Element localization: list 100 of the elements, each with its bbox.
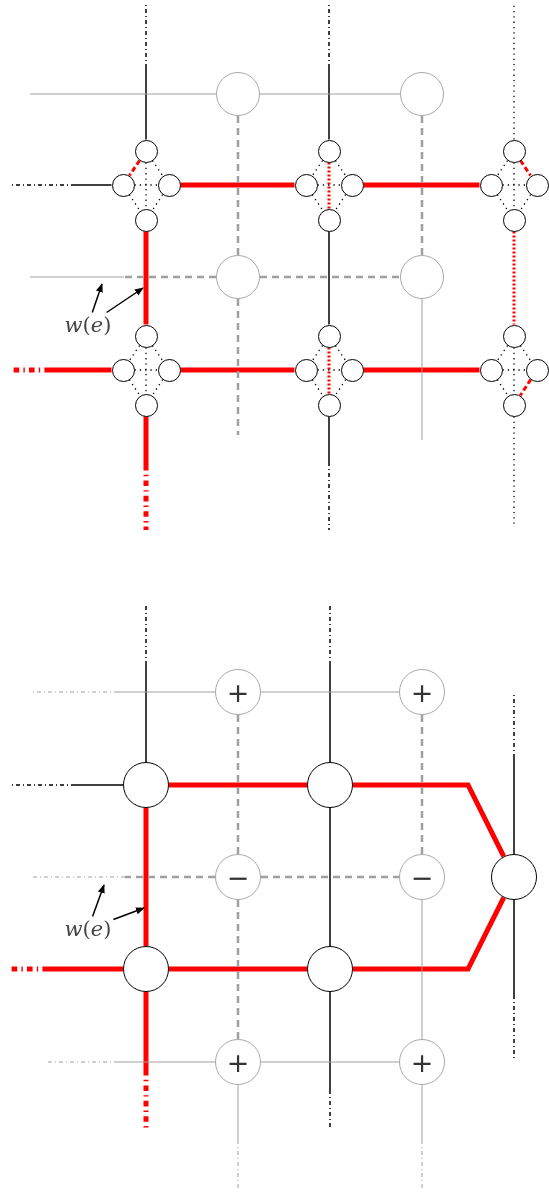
graph-edge bbox=[501, 184, 527, 186]
graph-edge bbox=[334, 193, 347, 212]
graph-edge bbox=[519, 193, 532, 212]
vertex-circle bbox=[340, 358, 364, 382]
vertex-circle bbox=[525, 358, 549, 382]
auxiliary-circle bbox=[216, 255, 260, 299]
graph-edge bbox=[128, 159, 141, 177]
graph-edge bbox=[334, 378, 347, 397]
vertex-circle bbox=[294, 358, 318, 382]
graph-edge bbox=[117, 691, 216, 693]
graph-edge bbox=[180, 182, 295, 188]
graph-edge bbox=[260, 691, 400, 693]
sign-node: − bbox=[399, 854, 445, 900]
graph-edge bbox=[260, 275, 400, 279]
vertex-circle bbox=[340, 173, 364, 197]
graph-edge bbox=[496, 344, 509, 362]
graph-edge bbox=[74, 184, 113, 186]
graph-edge bbox=[316, 369, 342, 371]
graph-edge bbox=[260, 1061, 400, 1063]
graph-edge bbox=[363, 182, 480, 188]
graph-edge bbox=[236, 715, 240, 854]
graph-edge bbox=[501, 369, 527, 371]
graph-edge bbox=[143, 231, 149, 325]
vertex-circle bbox=[134, 393, 158, 417]
graph-edge bbox=[180, 367, 295, 373]
vertex-circle bbox=[134, 139, 158, 163]
graph-edge bbox=[74, 784, 124, 786]
graph-edge bbox=[327, 347, 331, 394]
vertex-circle bbox=[123, 946, 169, 992]
graph-edge bbox=[353, 782, 506, 858]
vertex-circle bbox=[307, 946, 353, 992]
graph-edge bbox=[512, 231, 516, 325]
auxiliary-circle bbox=[216, 72, 260, 116]
auxiliary-circle bbox=[400, 255, 444, 299]
graph-edge bbox=[421, 1084, 423, 1141]
sign-node: + bbox=[399, 669, 445, 715]
graph-edge bbox=[316, 184, 342, 186]
graph-edge bbox=[117, 1061, 216, 1063]
graph-edge bbox=[329, 664, 331, 763]
graph-edge bbox=[327, 162, 331, 209]
graph-edge bbox=[353, 896, 506, 972]
graph-edge bbox=[420, 715, 424, 854]
vertex-circle bbox=[502, 393, 526, 417]
sign-node: + bbox=[215, 1039, 261, 1085]
leader-arrow bbox=[91, 884, 105, 918]
vertex-circle bbox=[157, 173, 181, 197]
graph-edge bbox=[143, 808, 149, 946]
graph-edge bbox=[236, 900, 240, 1039]
vertex-circle bbox=[317, 139, 341, 163]
graph-edge bbox=[133, 369, 159, 371]
graph-edge bbox=[311, 159, 324, 177]
auxiliary-circle bbox=[400, 72, 444, 116]
vertex-circle bbox=[317, 208, 341, 232]
graph-edge bbox=[421, 899, 423, 1040]
vertex-circle bbox=[134, 208, 158, 232]
graph-edge bbox=[259, 93, 401, 95]
leader-arrow bbox=[112, 907, 145, 921]
vertex-circle bbox=[479, 173, 503, 197]
graph-edge bbox=[145, 67, 147, 141]
graph-edge bbox=[143, 992, 149, 1070]
graph-edge bbox=[329, 991, 331, 1091]
sign-node: + bbox=[399, 1039, 445, 1085]
graph-edge bbox=[513, 757, 515, 855]
vertex-circle bbox=[317, 393, 341, 417]
graph-edge bbox=[169, 782, 307, 788]
vertex-circle bbox=[123, 762, 169, 808]
graph-edge bbox=[328, 67, 330, 141]
graph-edge bbox=[328, 230, 330, 326]
vertex-circle bbox=[111, 173, 135, 197]
graph-edge bbox=[236, 299, 240, 435]
leader-arrow bbox=[105, 287, 144, 314]
graph-edge bbox=[151, 378, 164, 397]
vertex-circle bbox=[157, 358, 181, 382]
vertex-circle bbox=[134, 324, 158, 348]
leader-arrow bbox=[91, 283, 103, 314]
graph-edge bbox=[237, 1084, 239, 1141]
graph-edge bbox=[128, 344, 141, 362]
graph-edge bbox=[513, 415, 515, 526]
graph-edge bbox=[329, 807, 331, 947]
graph-edge bbox=[133, 184, 159, 186]
graph-edge bbox=[29, 93, 217, 95]
vertex-circle bbox=[502, 139, 526, 163]
graph-edge bbox=[236, 116, 240, 255]
sign-node: + bbox=[215, 669, 261, 715]
graph-edge bbox=[50, 367, 112, 373]
graph-edge bbox=[145, 664, 147, 763]
graph-edge bbox=[125, 875, 215, 879]
graph-edge bbox=[421, 298, 423, 441]
graph-edge bbox=[48, 966, 123, 972]
vertex-circle bbox=[525, 173, 549, 197]
graph-edge bbox=[311, 344, 324, 362]
vertex-circle bbox=[317, 324, 341, 348]
graph-edge bbox=[513, 899, 515, 996]
vertex-circle bbox=[111, 358, 135, 382]
graph-edge bbox=[169, 966, 307, 972]
graph-edge bbox=[519, 378, 532, 397]
graph-edge bbox=[420, 116, 424, 255]
graph-edge bbox=[496, 159, 509, 177]
sign-node: − bbox=[215, 854, 261, 900]
graph-edge bbox=[328, 415, 330, 463]
